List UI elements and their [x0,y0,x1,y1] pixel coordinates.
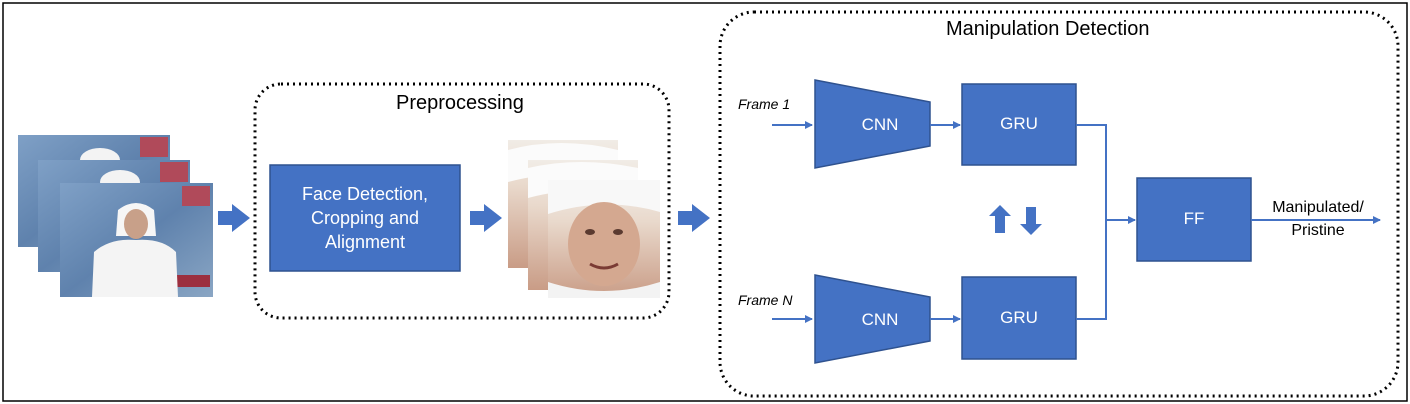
up-down-arrows-icon [989,205,1042,235]
flow-arrow-icon [218,204,250,232]
gru-top-label: GRU [1000,114,1038,134]
gru-top-to-ff-line [1076,124,1107,220]
frame-1-label: Frame 1 [738,96,791,112]
gru-bottom-block [961,276,1077,360]
manipulation-detection-title: Manipulation Detection [946,18,1150,40]
cnn-bottom-label: CNN [861,309,899,329]
preprocessing-container [253,82,671,320]
face-detection-block [269,164,461,272]
gru-top-block [961,83,1077,166]
cnn-bottom-block [814,274,931,364]
flow-arrow-icon [678,204,710,232]
frame-n-label: Frame N [738,292,793,308]
cnn-top-block [814,79,931,169]
gru-bottom-to-ff-line [1076,220,1107,320]
face-detection-label: Face Detection, Cropping and Alignment [301,183,429,253]
gru-bottom-label: GRU [1000,307,1038,327]
video-frames-stack-icon [18,135,213,297]
cropped-faces-stack-icon [508,140,660,298]
flow-arrow-icon [470,204,502,232]
ff-label: FF [1183,209,1205,229]
output-label-line1: Manipulated/ [1272,199,1364,216]
ff-block [1136,177,1252,262]
cnn-top-label: CNN [861,114,899,134]
preprocessing-title: Preprocessing [396,92,524,114]
output-label-line2: Pristine [1291,222,1345,239]
